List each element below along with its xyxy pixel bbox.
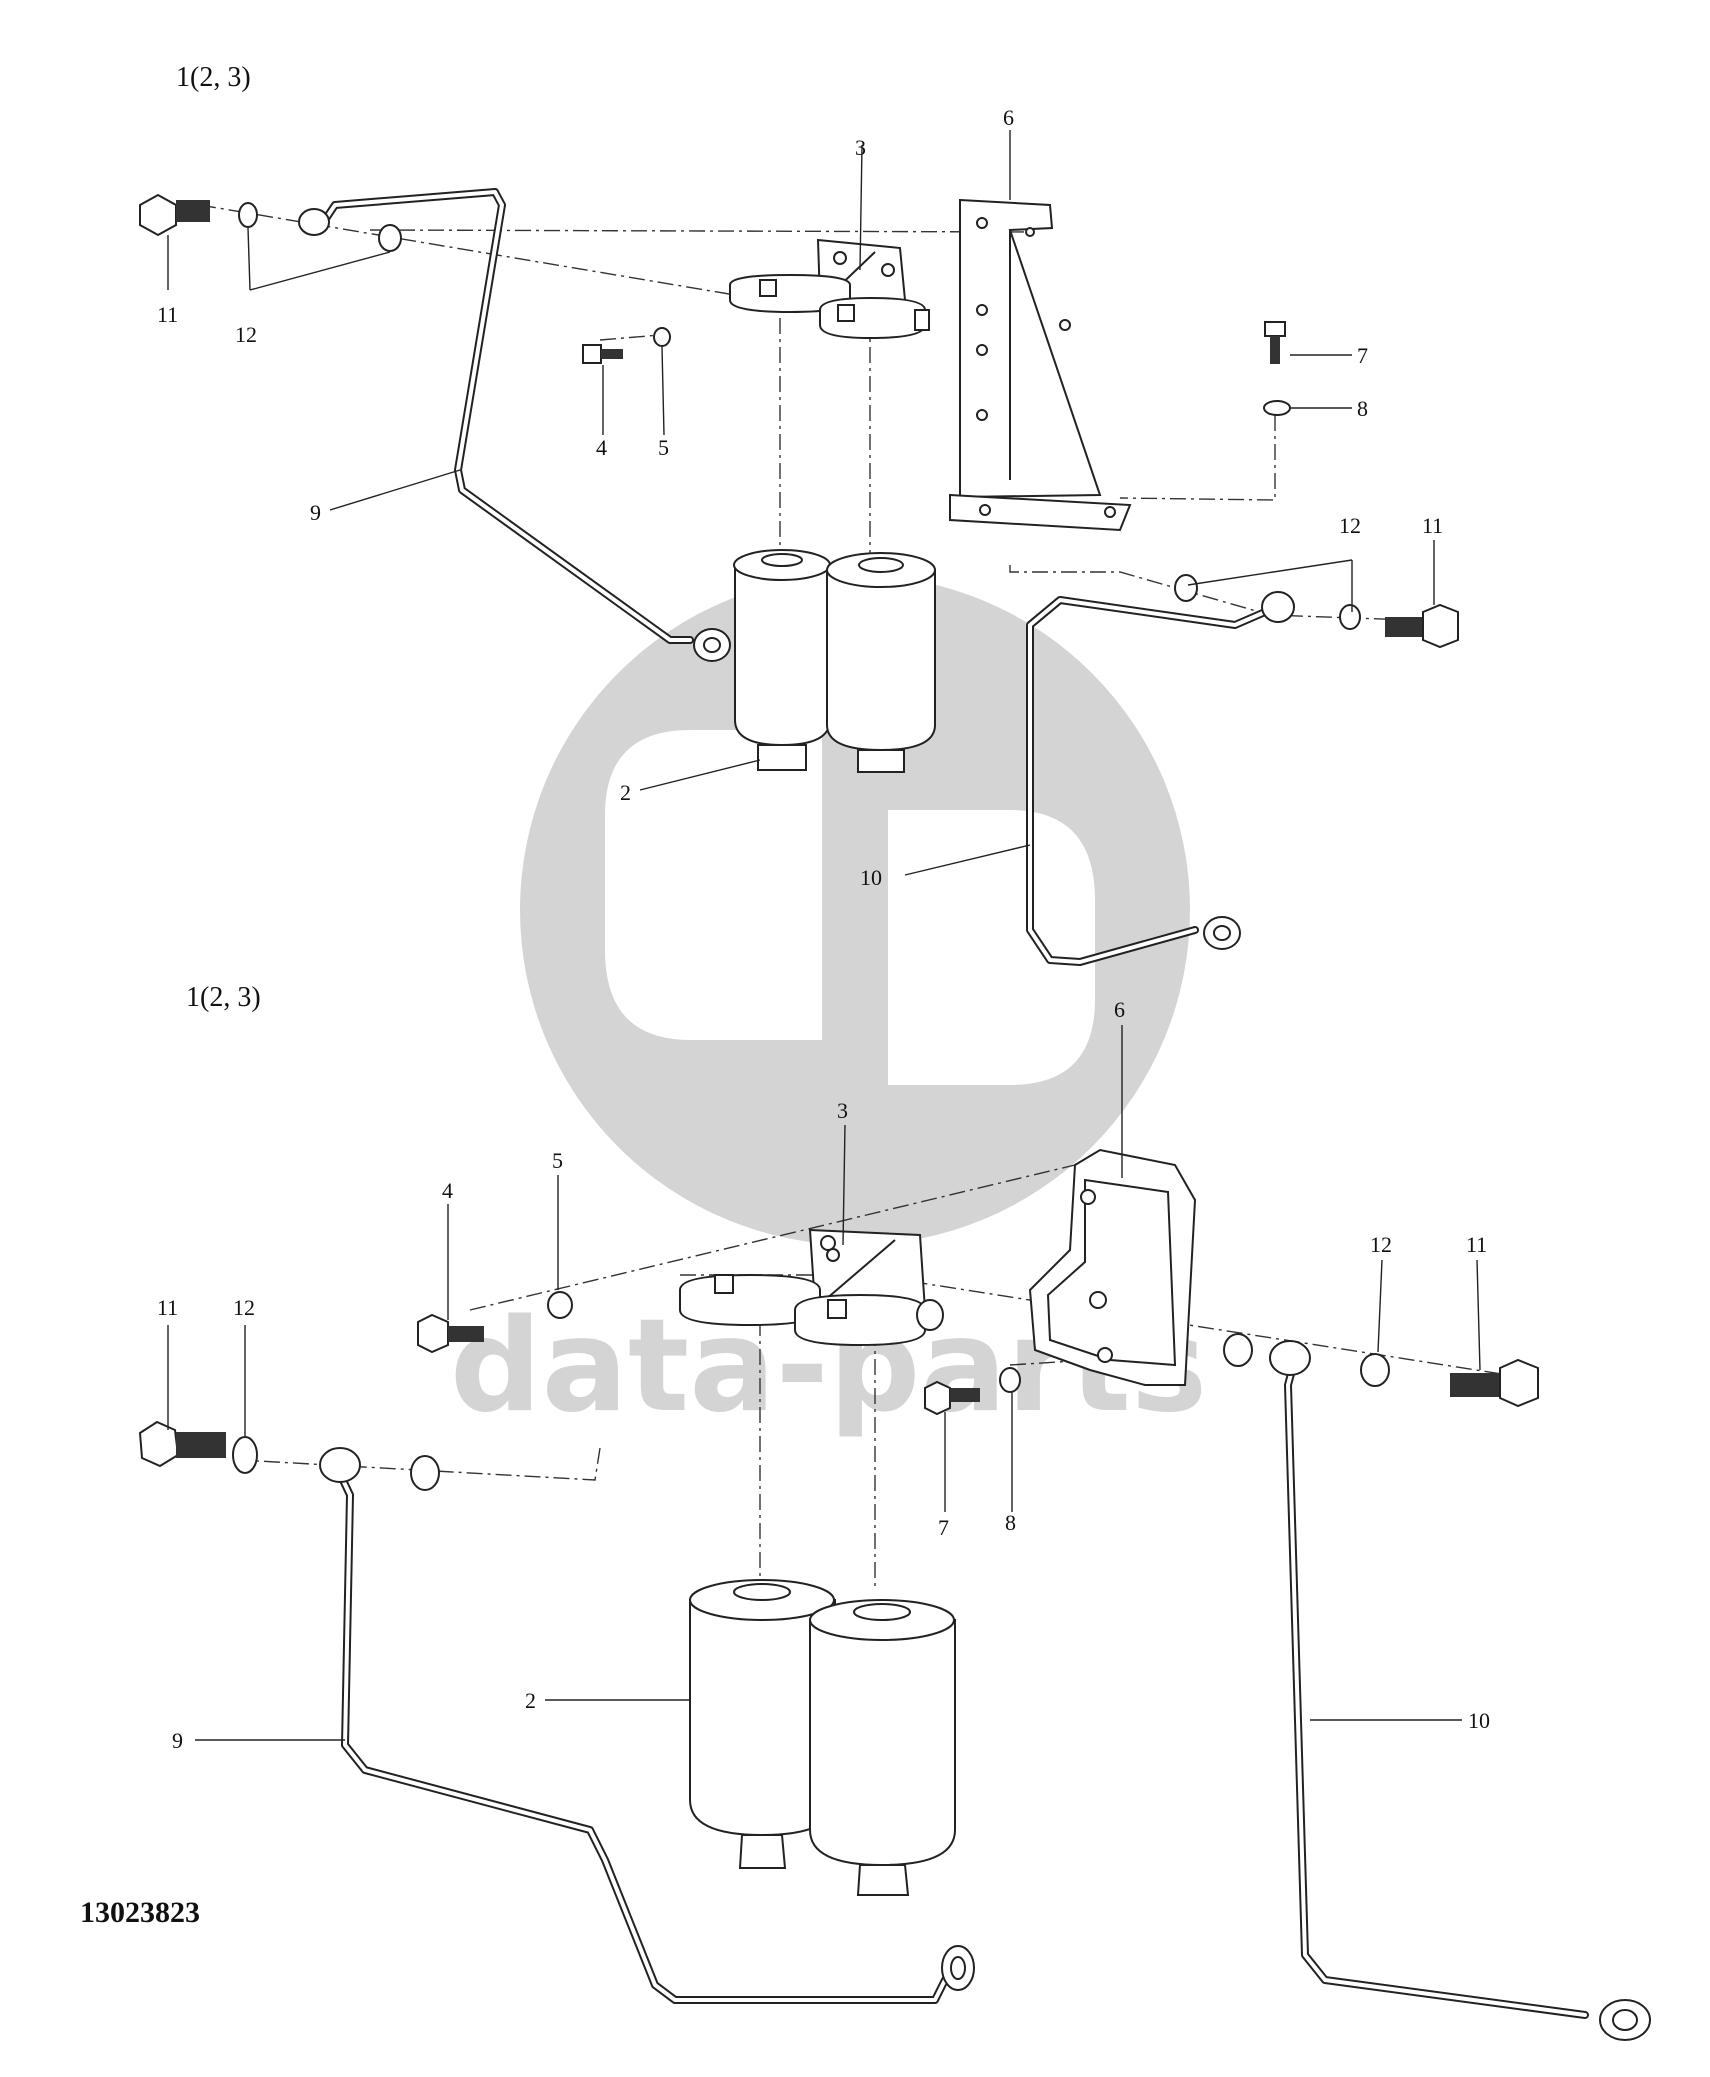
label-9-upper: 9: [310, 500, 321, 525]
label-9-lower: 9: [172, 1728, 183, 1753]
bolt-7-upper: [1264, 321, 1286, 337]
bolt-7-lower: [924, 1380, 980, 1416]
label-12-lower-right: 12: [1370, 1232, 1392, 1257]
label-8-lower: 8: [1005, 1510, 1016, 1535]
bolt-4-lower: [417, 1313, 484, 1354]
label-2-lower: 2: [525, 1688, 536, 1713]
lower-view: 1(2, 3): [138, 982, 1651, 2041]
pipe-10-lower: [1269, 1340, 1651, 2041]
label-11-lower-right: 11: [1466, 1232, 1487, 1257]
bolt-4-upper: [582, 344, 602, 364]
label-8-upper: 8: [1357, 396, 1368, 421]
drawing-code: 13023823: [80, 1896, 200, 1929]
pipe-9-lower: [319, 1447, 975, 2004]
mounting-bracket: [949, 198, 1132, 532]
banjo-bolt-11-upper-left: [139, 193, 210, 237]
filter-head-lower: [679, 1228, 944, 1347]
label-6-lower: 6: [1114, 997, 1125, 1022]
label-10-upper: 10: [860, 865, 882, 890]
label-3-upper: 3: [855, 135, 866, 160]
label-11-upper-left: 11: [157, 302, 178, 327]
label-7-upper: 7: [1357, 343, 1368, 368]
label-4-lower: 4: [442, 1178, 453, 1203]
label-4-upper: 4: [596, 435, 607, 460]
fuel-filters-lower: [689, 1579, 956, 1896]
assembly-label-upper: 1(2, 3): [176, 62, 251, 93]
label-7-lower: 7: [938, 1515, 949, 1540]
pipe-10-upper: [1026, 591, 1295, 966]
upper-view: 1(2, 3): [139, 62, 1459, 966]
label-10-lower: 10: [1468, 1708, 1490, 1733]
filter-head: [729, 238, 930, 340]
label-11-lower-left: 11: [157, 1295, 178, 1320]
mounting-plate: [1028, 1148, 1197, 1386]
label-12-lower-left: 12: [233, 1295, 255, 1320]
pipe-9-upper: [298, 188, 731, 662]
banjo-bolt-11-upper-right: [1385, 603, 1459, 649]
label-5-upper: 5: [658, 435, 669, 460]
label-3-lower: 3: [837, 1098, 848, 1123]
label-2-upper: 2: [620, 780, 631, 805]
label-11-upper-right: 11: [1422, 513, 1443, 538]
label-12-upper-left: 12: [235, 322, 257, 347]
label-6-upper: 6: [1003, 105, 1014, 130]
banjo-bolt-11-lower-left: [138, 1420, 226, 1468]
label-5-lower: 5: [552, 1148, 563, 1173]
label-12-upper-right: 12: [1339, 513, 1361, 538]
banjo-bolt-11-lower-right: [1450, 1358, 1539, 1408]
fuel-filters: [733, 549, 936, 773]
assembly-label-lower: 1(2, 3): [186, 982, 261, 1013]
